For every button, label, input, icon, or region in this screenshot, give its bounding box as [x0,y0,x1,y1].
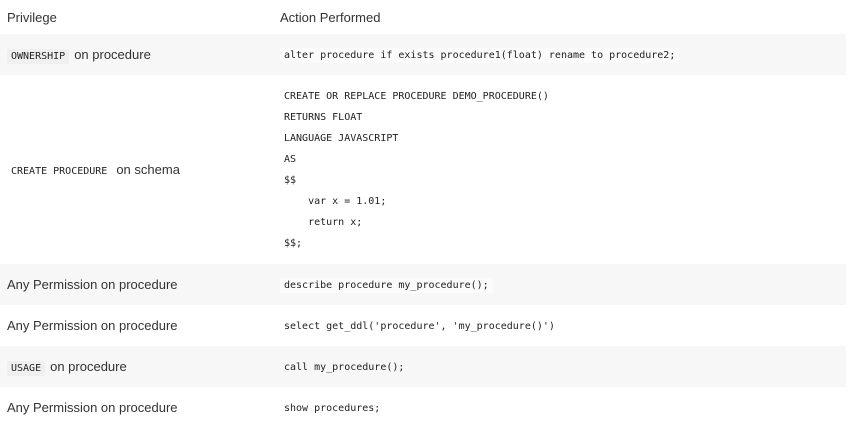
header-privilege: Privilege [7,9,57,25]
action-code: call my_procedure(); [284,362,405,373]
action-code: select get_ddl('procedure', 'my_procedur… [284,321,555,332]
table-row: Any Permission on procedure show procedu… [0,387,846,428]
code-block: CREATE OR REPLACE PROCEDURE DEMO_PROCEDU… [280,86,846,254]
privilege-code: CREATE PROCEDURE [7,164,112,179]
privilege-cell: USAGE on procedure [0,359,280,376]
code-line: var x = 1.01; [284,195,387,207]
code-line: $$ [284,174,297,186]
privilege-code: USAGE [7,361,46,376]
privilege-cell: Any Permission on procedure [7,277,178,292]
table-row: USAGE on procedure call my_procedure(); [0,346,846,387]
privilege-text: on procedure [74,47,151,62]
table-row: Any Permission on procedure select get_d… [0,305,846,346]
privilege-cell: OWNERSHIP on procedure [0,47,280,64]
table-row: OWNERSHIP on procedure alter procedure if… [0,34,846,75]
privilege-code: OWNERSHIP [7,49,70,64]
code-line: CREATE OR REPLACE PROCEDURE DEMO_PROCEDU… [284,90,549,102]
action-cell: call my_procedure(); [280,358,846,375]
action-cell: show procedures; [280,399,846,416]
privilege-cell: CREATE PROCEDURE on schema [0,162,280,179]
privilege-cell: Any Permission on procedure [7,400,178,415]
table-row: Any Permission on procedure describe pro… [0,264,846,305]
code-line: LANGUAGE JAVASCRIPT [284,132,399,144]
action-code: describe procedure my_procedure(); [280,278,493,293]
header-action: Action Performed [280,9,381,25]
privilege-text: on procedure [50,359,127,374]
code-line: return x; [284,216,363,228]
table-row: CREATE PROCEDURE on schema CREATE OR REPL… [0,75,846,264]
action-cell: CREATE OR REPLACE PROCEDURE DEMO_PROCEDU… [280,86,846,254]
action-code: show procedures; [284,403,381,414]
code-line: AS [284,153,297,165]
action-cell: alter procedure if exists procedure1(flo… [280,46,846,63]
action-cell: describe procedure my_procedure(); [280,276,846,293]
privilege-text: on schema [116,162,180,177]
action-code: alter procedure if exists procedure1(flo… [280,48,680,63]
code-line: RETURNS FLOAT [284,111,363,123]
privilege-cell: Any Permission on procedure [7,318,178,333]
action-cell: select get_ddl('procedure', 'my_procedur… [280,317,846,334]
code-line: $$; [284,237,303,249]
table-header: Privilege Action Performed [0,0,846,34]
